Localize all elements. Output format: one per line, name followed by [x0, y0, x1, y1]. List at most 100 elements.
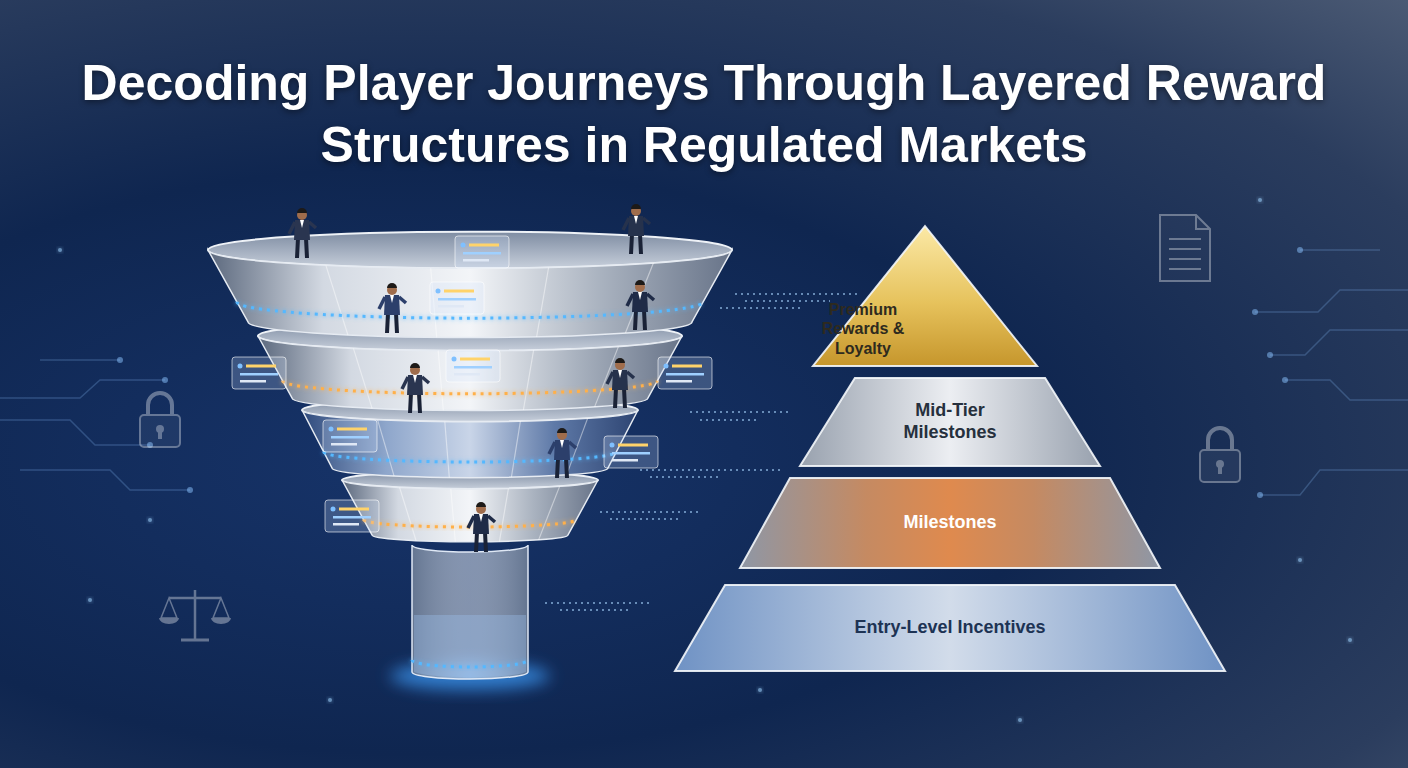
- card-bar: [463, 252, 501, 255]
- circuit-line: [1260, 470, 1408, 495]
- data-streak: [545, 602, 650, 604]
- person-arms: [289, 222, 316, 234]
- data-streak: [700, 419, 760, 421]
- card-frame: [232, 357, 286, 389]
- tier-label: Entry-Level Incentives: [750, 617, 1150, 639]
- ui-card: [446, 350, 500, 382]
- card-bar: [331, 436, 369, 439]
- person-shirt: [300, 220, 304, 228]
- card-bar: [612, 459, 638, 462]
- person-figure: [549, 428, 576, 478]
- panel-seam: [353, 348, 372, 408]
- panel-seam: [523, 350, 533, 410]
- tier-outline: [813, 226, 1037, 366]
- data-streak: [720, 307, 800, 309]
- pyramid-tier: Mid-Tier Milestones: [800, 378, 1100, 466]
- card-frame: [446, 350, 500, 382]
- person-hair: [387, 283, 397, 288]
- circuit-dot: [162, 377, 168, 383]
- circuit-dot: [1282, 377, 1288, 383]
- panel-seam: [539, 486, 560, 540]
- person-legs: [615, 388, 625, 408]
- circuit-dot: [117, 357, 123, 363]
- person-arms: [379, 297, 406, 309]
- card-bar: [438, 298, 476, 301]
- person-figure: [379, 283, 406, 333]
- person-hair: [631, 204, 641, 209]
- card-bar: [460, 358, 490, 361]
- card-bar: [444, 290, 474, 293]
- card-bar: [666, 380, 692, 383]
- card-bar: [337, 428, 367, 431]
- tier-glow: [765, 566, 1135, 569]
- sparkle: [1348, 638, 1352, 642]
- data-streak: [640, 469, 780, 471]
- card-frame: [604, 436, 658, 468]
- people: [289, 204, 654, 552]
- person-legs: [476, 532, 486, 552]
- tier-glow: [818, 464, 1082, 467]
- circuit-line: [1285, 380, 1408, 400]
- circuit-dot: [187, 487, 193, 493]
- panel-seam: [537, 267, 549, 336]
- sparkle: [1298, 558, 1302, 562]
- card-frame: [325, 500, 379, 532]
- card-bar: [246, 365, 276, 368]
- person-legs: [387, 313, 397, 333]
- sparkle: [88, 598, 92, 602]
- sparkle: [1258, 198, 1262, 202]
- glow-ring: [324, 452, 617, 462]
- circuit-dot: [1252, 309, 1258, 315]
- card-bar: [331, 443, 357, 446]
- person-shirt: [618, 370, 622, 378]
- circuit-line: [0, 380, 165, 398]
- data-streak: [745, 300, 830, 302]
- title: Decoding Player Journeys Through Layered…: [60, 52, 1348, 176]
- card-bar: [240, 373, 278, 376]
- person-arms: [468, 516, 495, 528]
- circuit-line: [1270, 330, 1408, 355]
- sparkle: [1018, 718, 1022, 722]
- pyramid-tier: Entry-Level Incentives: [675, 585, 1225, 671]
- card-dot: [238, 364, 243, 369]
- sparkle: [758, 688, 762, 692]
- panel-seam: [400, 487, 417, 540]
- panel-seam: [499, 489, 508, 542]
- person-hair: [615, 358, 625, 363]
- funnel: [208, 232, 732, 690]
- card-frame: [455, 236, 509, 268]
- data-streak: [610, 518, 680, 520]
- circuit-line: [1255, 290, 1408, 312]
- pyramid-tier: Milestones: [740, 478, 1160, 568]
- tier-label: Premium Rewards & Loyalty: [813, 300, 913, 358]
- person-hair: [410, 363, 420, 368]
- panel-seam: [625, 263, 653, 333]
- ui-card: [232, 357, 286, 389]
- ui-card: [430, 282, 484, 314]
- card-bar: [672, 365, 702, 368]
- person-hair: [297, 208, 307, 213]
- funnel-illustration: [0, 198, 1408, 722]
- person-shirt: [479, 514, 483, 522]
- panel-seam: [438, 351, 443, 411]
- tier-outline: [740, 478, 1160, 568]
- card-frame: [658, 357, 712, 389]
- person-arms: [627, 294, 654, 306]
- ui-card: [325, 500, 379, 532]
- card-bar: [339, 508, 369, 511]
- person-legs: [635, 310, 645, 330]
- person-arms: [623, 218, 650, 230]
- ui-card: [323, 420, 377, 452]
- card-bar: [454, 366, 492, 369]
- panel-seam: [326, 265, 348, 335]
- sparkles: [58, 198, 1352, 722]
- person-shirt: [390, 295, 394, 303]
- person-legs: [410, 393, 420, 413]
- sparkle: [148, 518, 152, 522]
- card-bar: [612, 452, 650, 455]
- ui-card: [455, 236, 509, 268]
- card-bar: [666, 373, 704, 376]
- person-figure: [289, 208, 316, 258]
- data-streak: [735, 293, 860, 295]
